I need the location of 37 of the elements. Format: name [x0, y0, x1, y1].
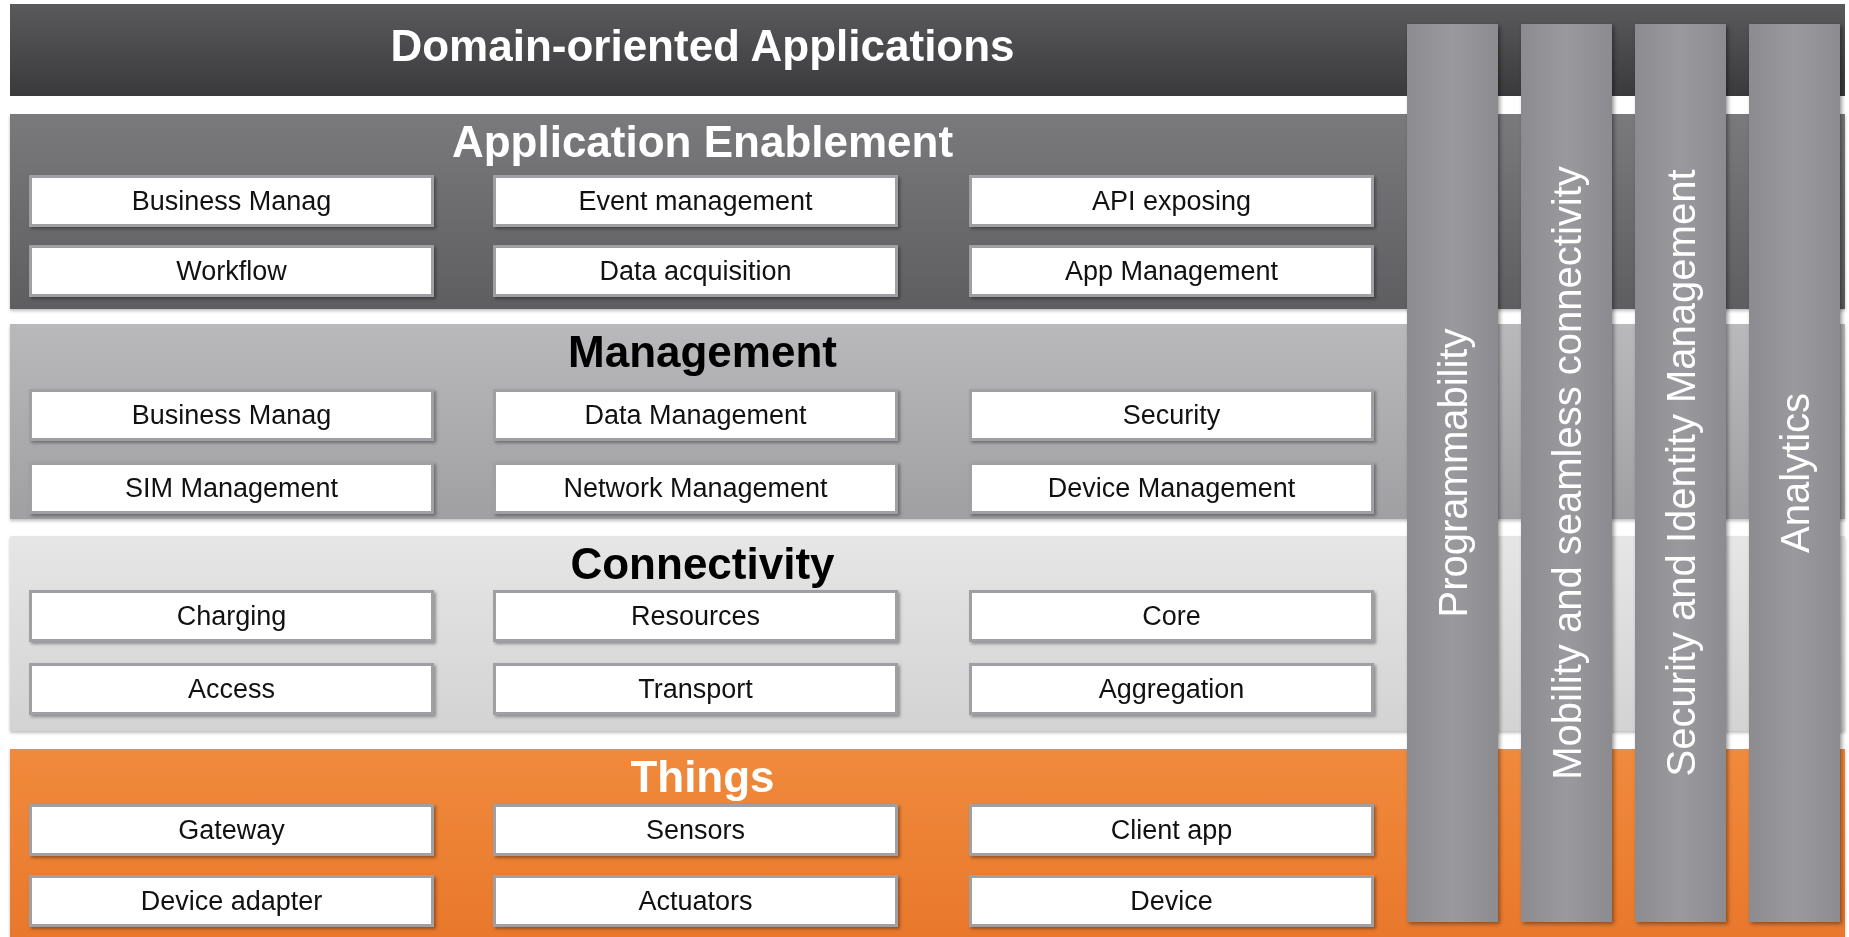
vertical-pillar — [1407, 24, 1498, 922]
component-box: Resources — [493, 590, 898, 642]
layer-title: Application Enablement — [451, 117, 954, 166]
vertical-pillar — [1749, 24, 1840, 922]
component-box: Data Management — [493, 389, 898, 441]
layer-title: Connectivity — [570, 539, 835, 588]
pillar-label: Security and Identity Management — [1658, 169, 1703, 777]
component-box: Sensors — [493, 804, 898, 856]
component-box: Gateway — [29, 804, 434, 856]
component-box: API exposing — [969, 175, 1374, 227]
layer-title: Domain-oriented Applications — [390, 21, 1015, 70]
pillar-label: Programmability — [1430, 328, 1475, 618]
component-box: Data acquisition — [493, 245, 898, 297]
component-box: Network Management — [493, 462, 898, 514]
component-box: Device Management — [969, 462, 1374, 514]
component-box: Security — [969, 389, 1374, 441]
component-box: Actuators — [493, 875, 898, 927]
component-box: Core — [969, 590, 1374, 642]
pillar-label: Mobility and seamless connectivity — [1544, 166, 1589, 780]
component-box: Aggregation — [969, 663, 1374, 715]
pillar-label: Analytics — [1772, 392, 1817, 554]
layer-title: Management — [568, 327, 837, 376]
component-box: Business Manag — [29, 175, 434, 227]
component-box: Access — [29, 663, 434, 715]
component-box: Client app — [969, 804, 1374, 856]
component-box: Transport — [493, 663, 898, 715]
component-box: Business Manag — [29, 389, 434, 441]
component-box: Charging — [29, 590, 434, 642]
vertical-pillar — [1635, 24, 1726, 922]
layer-title: Things — [630, 752, 775, 801]
component-box: Device adapter — [29, 875, 434, 927]
vertical-pillar — [1521, 24, 1612, 922]
component-box: SIM Management — [29, 462, 434, 514]
component-box: Device — [969, 875, 1374, 927]
component-box: Workflow — [29, 245, 434, 297]
component-box: Event management — [493, 175, 898, 227]
component-box: App Management — [969, 245, 1374, 297]
